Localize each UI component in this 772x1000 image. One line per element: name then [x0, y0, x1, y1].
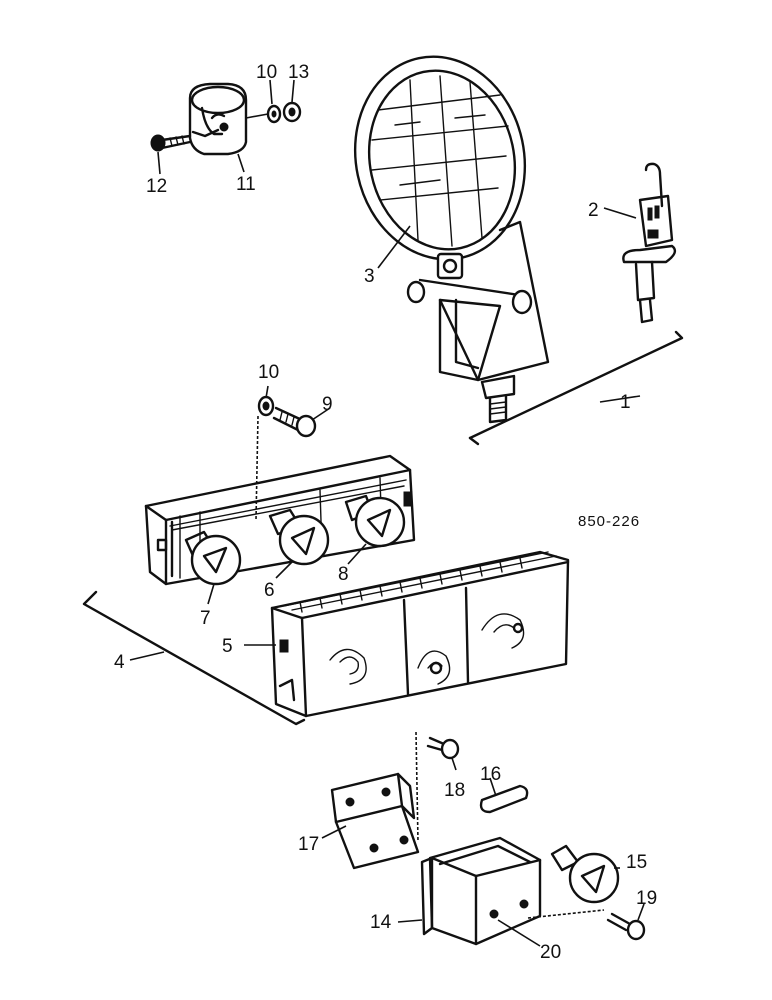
callout-17: 17 — [298, 834, 319, 855]
callout-10: 10 — [258, 362, 279, 383]
bolt-12 — [150, 134, 192, 152]
halogen-bulb-2 — [622, 162, 677, 324]
callout-15: 15 — [626, 852, 647, 873]
callout-3: 3 — [364, 266, 375, 287]
tail-lamp-lens-5 — [270, 550, 570, 718]
callout-5: 5 — [222, 636, 233, 657]
leader-lines — [129, 79, 645, 947]
group-bracket-4 — [82, 590, 306, 726]
callout-7: 7 — [200, 608, 211, 629]
callout-1: 1 — [620, 392, 631, 413]
callout-13: 13 — [288, 62, 309, 83]
nut-13 — [282, 101, 302, 123]
washer-10-top — [266, 104, 282, 124]
bulb-15 — [550, 844, 620, 904]
callout-10: 10 — [256, 62, 277, 83]
callout-6: 6 — [264, 580, 275, 601]
clamp-bracket-11 — [188, 82, 248, 156]
drawing-code: 850-226 — [578, 513, 640, 530]
mounting-bracket-17 — [330, 772, 420, 870]
callout-8: 8 — [338, 564, 349, 585]
bulb-7 — [184, 530, 242, 586]
callout-20: 20 — [540, 942, 561, 963]
callout-18: 18 — [444, 780, 465, 801]
callout-12: 12 — [146, 176, 167, 197]
bulb-8 — [344, 494, 406, 548]
bulb-6 — [268, 508, 330, 566]
worklamp-3 — [353, 55, 550, 424]
screw-19 — [606, 912, 646, 941]
lamp-housing-14 — [420, 836, 542, 946]
fuse-16 — [479, 784, 529, 814]
callout-11: 11 — [236, 174, 256, 195]
callout-16: 16 — [480, 764, 501, 785]
callout-9: 9 — [322, 394, 333, 415]
callout-14: 14 — [370, 912, 392, 933]
screw-18 — [426, 736, 460, 760]
callout-4: 4 — [114, 652, 125, 673]
callout-2: 2 — [588, 200, 599, 221]
washer-10-mid — [257, 395, 275, 417]
callout-19: 19 — [636, 888, 657, 909]
screw-9 — [272, 406, 317, 438]
group-bracket-1 — [468, 330, 684, 440]
